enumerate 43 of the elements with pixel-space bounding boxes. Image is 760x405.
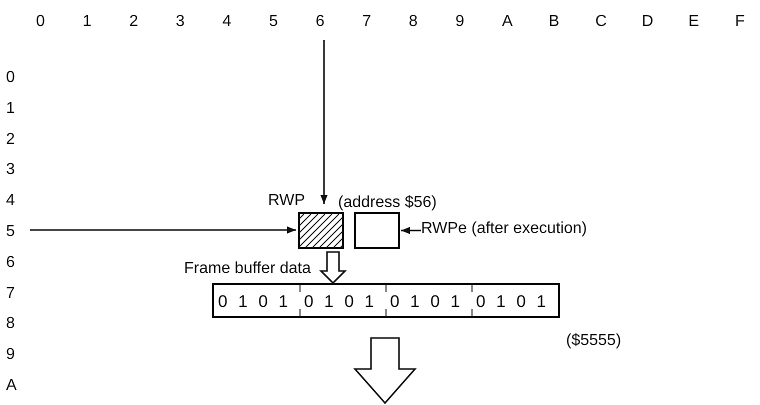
column-number: 9 (455, 14, 464, 30)
row-number: 6 (6, 254, 15, 271)
row-number: 1 (6, 100, 15, 117)
column-number: F (735, 14, 745, 30)
callout-text: RWPe (after execution) (421, 221, 587, 237)
bit-values: 0 1 0 1 (304, 293, 374, 310)
column-number: B (548, 14, 560, 30)
node-caption: RWP (268, 193, 306, 209)
row-number: 0 (6, 70, 15, 86)
bit-values: 0 1 0 1 (218, 293, 288, 310)
row-number: 7 (6, 286, 15, 302)
column-number: E (688, 14, 700, 30)
row-number: 8 (6, 316, 15, 332)
row-number: 3 (6, 162, 15, 178)
node-caption: (address $56) (338, 195, 437, 211)
hollow-arrow (353, 337, 417, 404)
row-number: 4 (6, 193, 15, 210)
row-number: 9 (6, 347, 15, 364)
row-number: 5 (6, 224, 15, 240)
register-caption: Frame buffer data (184, 261, 311, 277)
column-number: 3 (176, 14, 185, 30)
node-caption: ($5555) (566, 333, 622, 349)
column-number: 1 (82, 14, 92, 30)
column-number: A (502, 14, 513, 30)
column-number: 6 (316, 14, 324, 30)
column-number: 0 (36, 14, 45, 30)
arrow (401, 226, 421, 234)
row-number: A (6, 378, 17, 394)
column-number: 8 (408, 14, 418, 30)
bit-values: 0 1 0 1 (390, 293, 460, 310)
hollow-arrow (319, 251, 347, 284)
column-number: 7 (362, 14, 372, 30)
bit-values: 0 1 0 1 (476, 293, 546, 310)
row-number: 2 (6, 132, 15, 148)
column-number: 5 (269, 14, 278, 30)
column-number: D (642, 14, 654, 30)
hatched-register-box (298, 212, 344, 249)
register-box (354, 212, 400, 249)
column-number: 4 (222, 14, 232, 30)
arrow (320, 40, 328, 204)
arrow (30, 226, 296, 234)
column-number: C (595, 14, 607, 30)
column-number: 2 (129, 14, 138, 30)
